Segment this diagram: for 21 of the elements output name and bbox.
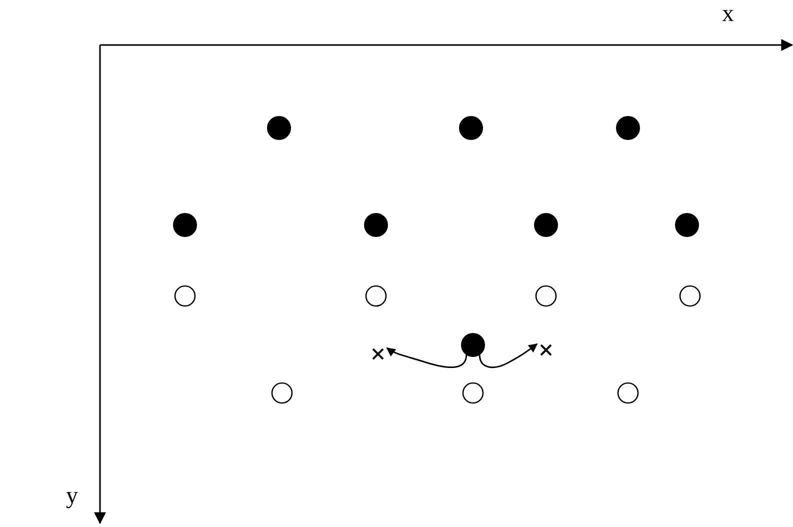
cross-mark	[540, 344, 552, 356]
open-circle	[174, 285, 196, 307]
curved-arrow	[386, 347, 468, 368]
open-circle	[365, 285, 387, 307]
filled-dot	[173, 213, 197, 237]
curved-arrow	[478, 343, 538, 368]
filled-dot	[364, 213, 388, 237]
axis-label: y	[66, 484, 78, 508]
filled-dot	[459, 116, 483, 140]
open-circle	[271, 382, 293, 404]
filled-dot	[675, 213, 699, 237]
filled-dot	[534, 213, 558, 237]
open-circle	[617, 382, 639, 404]
open-circle	[462, 382, 484, 404]
axis-label: x	[722, 2, 734, 26]
filled-dot	[616, 116, 640, 140]
open-circle	[535, 285, 557, 307]
open-circle	[679, 285, 701, 307]
filled-dot	[267, 116, 291, 140]
filled-dot	[461, 333, 485, 357]
cross-mark	[372, 348, 384, 360]
